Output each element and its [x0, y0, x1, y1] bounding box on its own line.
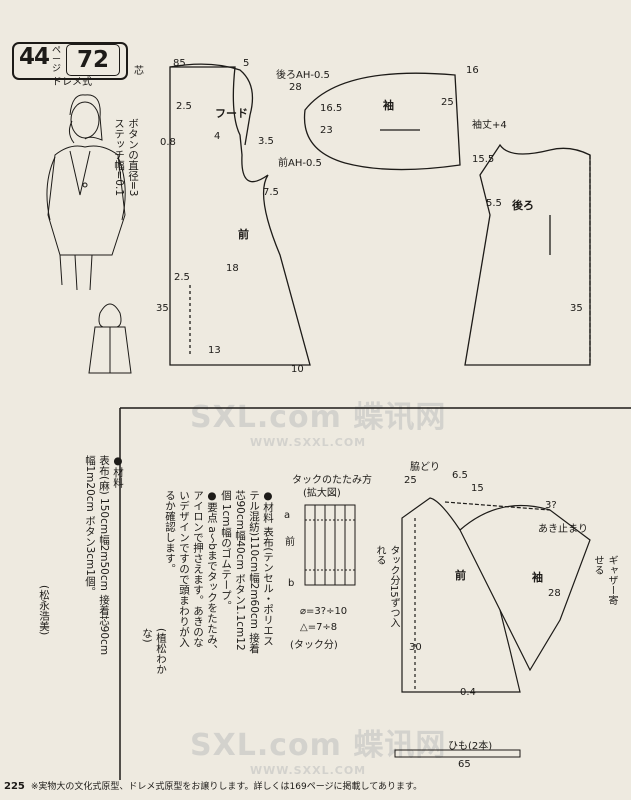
credit-right: (植松わかな) [141, 628, 167, 675]
tuck-note: タック分15ずつ入れる [374, 545, 399, 628]
tuck-b: b [288, 578, 295, 589]
model-illustration [46, 94, 126, 291]
dim-label: 0.8 [160, 137, 176, 148]
dim-label: 28 [289, 82, 302, 93]
dim-label: 28 [548, 588, 561, 599]
top-pattern-drawing [169, 63, 591, 366]
section-divider [119, 407, 631, 780]
pattern-style: ドレメ式 [52, 77, 92, 88]
dim-label: 18 [226, 263, 239, 274]
tuck-formula-3: (タック分) [290, 640, 338, 651]
pattern-number: 72 [66, 44, 120, 76]
dim-label: 25 [404, 475, 417, 486]
tuck-formula-2: △=7÷8 [300, 622, 338, 633]
footer: 225 ※実物大の文化式原型、ドレメ式原型をお譲りします。詳しくは169ページに掲… [4, 779, 422, 792]
side-label: 脇どり [410, 462, 440, 473]
dim-label: 35 [570, 303, 583, 314]
page-number-footer: 225 [4, 781, 25, 792]
dim-label: 35 [156, 303, 169, 314]
string-length: 65 [458, 759, 471, 770]
page-number: 44 [19, 44, 50, 70]
back-label: 後ろ [512, 199, 534, 212]
page-unit: ページ [52, 46, 62, 74]
bottom-sleeve-label: 袖 [532, 571, 543, 584]
string-label: ひも(2本) [448, 741, 493, 752]
tuck-subtitle: (拡大図) [303, 488, 341, 499]
dim-label: 5.5 [486, 198, 502, 209]
dim-label: 16.5 [320, 103, 343, 114]
button-note: ボタンの直径=3 ステッチ幅=0.1 [113, 118, 139, 197]
opening-stop-label: あき止まり [538, 524, 588, 535]
dim-label: 16 [466, 65, 479, 76]
credit-left: (松永浩美) [38, 585, 50, 636]
back-ah-label: 後ろAH-0.5 [276, 70, 330, 81]
dim-label: 3.5 [258, 136, 274, 147]
dim-label: 10 [291, 364, 304, 375]
dim-label: 85 [173, 58, 186, 69]
back-view-illustration [88, 303, 132, 374]
page-badge: 44 ページ 72 [12, 42, 128, 80]
tuck-formula-1: ⌀=3?÷10 [300, 606, 348, 617]
dim-label: 6.5 [452, 470, 468, 481]
dim-label: 2.5 [174, 272, 190, 283]
dim-label: 25 [441, 97, 454, 108]
materials-left: ●材料 表布(麻) 150cm幅2m50cm 接着芯90cm幅1m20cm ボタ… [84, 455, 124, 656]
tuck-title: タックのたたみ方 [292, 475, 372, 486]
bottom-front-label: 前 [455, 569, 466, 582]
front-ah-label: 前AH-0.5 [278, 158, 322, 169]
sleeve-length-label: 袖丈+4 [472, 120, 507, 131]
dim-label: 7.5 [263, 187, 279, 198]
dim-label: 30 [409, 642, 422, 653]
dim-label: 23 [320, 125, 333, 136]
tuck-diagram [304, 504, 356, 586]
dim-label: 3? [545, 500, 557, 511]
dim-label: 2.5 [176, 101, 192, 112]
sleeve-label: 袖 [383, 99, 394, 112]
dim-label: 13 [208, 345, 221, 356]
string-piece [394, 749, 521, 758]
dim-label: 0.4 [460, 687, 476, 698]
bottom-pattern-drawing [401, 497, 591, 693]
front-label: 前 [238, 228, 249, 241]
dim-label: 15.5 [472, 154, 495, 165]
tuck-front-label: 前 [285, 537, 295, 548]
dim-label: 5 [243, 58, 250, 69]
dim-label: 4 [214, 131, 221, 142]
materials-right: ●材料 表布(テンセル・ポリエステル混紡)110cm幅2m60cm 接着芯90c… [164, 490, 274, 655]
hood-label: フード [215, 107, 248, 120]
tuck-a: a [284, 510, 291, 521]
core-label: 芯 [134, 66, 144, 77]
gather-label: ギャザー寄せる [592, 555, 617, 605]
footer-note: ※実物大の文化式原型、ドレメ式原型をお譲りします。詳しくは169ページに掲載して… [30, 782, 423, 792]
dim-label: 15 [471, 483, 484, 494]
